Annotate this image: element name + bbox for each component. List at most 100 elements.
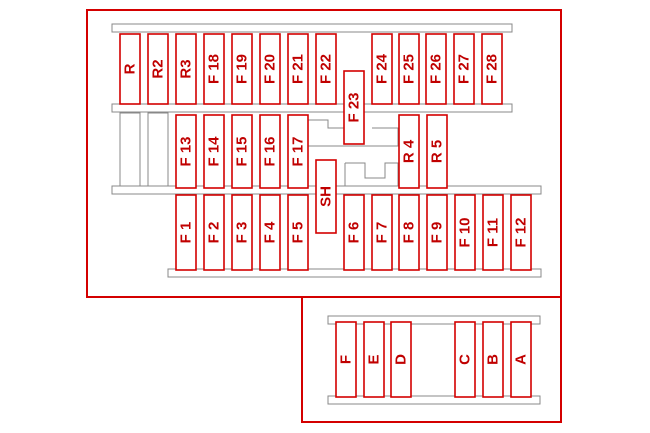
fuse-body (390, 321, 412, 398)
fuse-secondary-3: C (454, 321, 476, 398)
fuse-bottom-1: F 2 (203, 194, 225, 271)
fuse-secondary-4: B (482, 321, 504, 398)
fuse-label: F 3 (234, 222, 251, 244)
fuse-middle-4: F 17 (287, 114, 309, 189)
fuse-body (510, 321, 532, 398)
fuse-body (426, 194, 448, 271)
fuse-label: F 19 (234, 54, 251, 84)
connector-frame (307, 119, 399, 186)
fuse-body (231, 33, 253, 105)
fuse-label: F 20 (262, 54, 279, 84)
fuse-bottom-7: F 8 (398, 194, 420, 271)
fuse-label: F 9 (429, 222, 446, 244)
fuse-label: R3 (178, 59, 195, 78)
fuse-top-10: F 25 (398, 33, 420, 105)
fuse-label: R 5 (429, 140, 446, 163)
fuse-body (481, 33, 503, 105)
fuse-middle-5: SH (315, 159, 337, 234)
fuse-bottom-6: F 7 (371, 194, 393, 271)
fuse-body (175, 33, 197, 105)
fuse-body (287, 114, 309, 189)
fuse-body (371, 33, 393, 105)
fuse-label: F 23 (346, 92, 363, 122)
upper-middle-rail (111, 103, 513, 113)
fuse-body (453, 33, 475, 105)
fuse-body (371, 194, 393, 271)
fuse-bottom-3: F 4 (259, 194, 281, 271)
fuse-body (231, 114, 253, 189)
fuse-bottom-5: F 6 (343, 194, 365, 271)
fuse-top-6: F 21 (287, 33, 309, 105)
fuse-top-9: F 24 (371, 33, 393, 105)
fuse-top-1: R2 (147, 33, 169, 105)
fuse-body (454, 321, 476, 398)
fuse-label: F 22 (318, 54, 335, 84)
fuse-middle-3: F 16 (259, 114, 281, 189)
fuse-body (398, 33, 420, 105)
fuse-top-13: F 28 (481, 33, 503, 105)
fuse-body (315, 33, 337, 105)
fuse-body (343, 194, 365, 271)
fuse-label: F 18 (206, 54, 223, 84)
fuse-label: F 21 (290, 54, 307, 84)
fuse-label: F 5 (290, 222, 307, 244)
fuse-top-2: R3 (175, 33, 197, 105)
fuse-body (259, 33, 281, 105)
fuse-body (287, 33, 309, 105)
fuse-body (203, 33, 225, 105)
fuse-label: F 11 (485, 218, 502, 247)
secondary-top-rail (327, 315, 541, 325)
fuse-body (203, 114, 225, 189)
fuse-body (398, 194, 420, 271)
fuse-body (175, 114, 197, 189)
fuse-label: F 28 (484, 54, 501, 84)
fuse-label: F 17 (290, 136, 307, 166)
fuse-body (119, 33, 141, 105)
fuse-label: R 4 (401, 139, 418, 163)
fuse-body (343, 70, 365, 145)
fuse-bottom-8: F 9 (426, 194, 448, 271)
empty-slot (119, 112, 141, 187)
fuse-label: F 14 (206, 136, 223, 167)
fuse-body (425, 33, 447, 105)
fuse-bottom-9: F 10 (454, 194, 476, 271)
fuse-body (175, 194, 197, 271)
fuse-middle-6: R 4 (398, 114, 420, 189)
fuse-label: D (393, 354, 410, 365)
fuse-middle-1: F 14 (203, 114, 225, 189)
fuse-top-8: F 23 (343, 70, 365, 145)
fuse-body (398, 114, 420, 189)
fuse-body (482, 321, 504, 398)
fuse-label: F 7 (374, 222, 391, 244)
fuse-label: F 12 (513, 217, 530, 247)
fuse-label: F 24 (374, 53, 391, 84)
fuse-bottom-10: F 11 (482, 194, 504, 271)
fuse-label: C (457, 354, 474, 365)
fuse-label: F 16 (262, 136, 279, 166)
fuse-label: F 8 (401, 222, 418, 244)
fuse-top-4: F 19 (231, 33, 253, 105)
fuse-body (426, 114, 448, 189)
fuse-body (259, 194, 281, 271)
fuse-body (203, 194, 225, 271)
fuse-label: F 25 (401, 54, 418, 84)
fuse-label: F 6 (346, 222, 363, 244)
fuse-body (147, 33, 169, 105)
fuse-label: F (338, 355, 355, 364)
fuse-label: F 2 (206, 222, 223, 244)
empty-slot (147, 112, 169, 187)
fuse-middle-0: F 13 (175, 114, 197, 189)
fuse-top-7: F 22 (315, 33, 337, 105)
fuse-label: F 15 (234, 136, 251, 166)
fuse-label: A (513, 354, 530, 365)
fuse-secondary-1: E (363, 321, 385, 398)
fuse-label: R2 (150, 59, 167, 78)
secondary-bottom-rail (327, 395, 541, 405)
fuse-middle-7: R 5 (426, 114, 448, 189)
fuse-body (315, 159, 337, 234)
fuse-bottom-11: F 12 (510, 194, 532, 271)
fuse-body (335, 321, 357, 398)
fuse-middle-2: F 15 (231, 114, 253, 189)
